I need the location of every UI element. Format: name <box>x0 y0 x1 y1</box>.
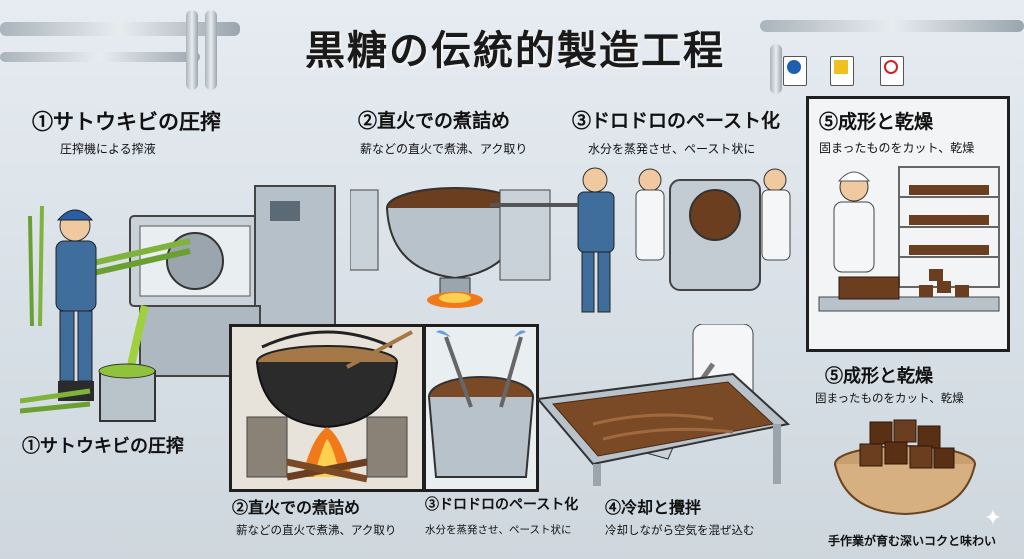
inset-paste-tank <box>423 324 539 492</box>
footer-tagline: 手作業が育む深いコクと味わい <box>827 534 996 548</box>
background-pipe <box>770 44 782 94</box>
caption-boiling-title: ②直火での煮詰め <box>232 498 361 517</box>
caption-paste-title: ③ドロドロのペースト化 <box>425 497 579 513</box>
cooling-tray-scene <box>536 324 791 486</box>
panel-shaping-subtitle: 固まったものをカット、乾燥 <box>819 141 975 155</box>
brown-sugar-bowl <box>834 419 976 516</box>
shaping-scene <box>818 166 1000 312</box>
inset-fire-pot <box>229 324 425 492</box>
caption-shaping-title: ⑤成形と乾燥 <box>825 366 933 387</box>
safety-sign-prohibited <box>880 56 904 86</box>
safety-sign-warning <box>830 56 854 86</box>
boiling-scene <box>350 167 791 313</box>
inset-cooling-tray <box>533 324 795 486</box>
background-pipe <box>0 52 200 62</box>
panel-boiling-paste: ②直火での煮詰め 薪などの直火で煮沸、アク取り ③ドロドロのペースト化 水分を蒸… <box>350 96 795 321</box>
caption-cooling-subtitle: 冷却しながら空気を混ぜ込む <box>605 523 755 537</box>
safety-sign-helmet <box>783 56 807 86</box>
caption-paste-subtitle: 水分を蒸発させ、ペースト状に <box>425 524 572 536</box>
panel-paste-subtitle: 水分を蒸発させ、ペースト状に <box>588 142 756 156</box>
caption-pressing-title: ①サトウキビの圧搾 <box>22 436 184 457</box>
panel-shaping: ⑤成形と乾燥 固まったものをカット、乾燥 <box>806 96 1010 352</box>
panel-paste-title: ③ドロドロのペースト化 <box>572 110 781 132</box>
page-title: 黒糖の伝統的製造工程 <box>305 27 725 74</box>
pressing-scene <box>20 185 336 422</box>
panel-pressing-subtitle: 圧搾機による搾液 <box>60 142 156 156</box>
caption-shaping-subtitle: 固まったものをカット、乾燥 <box>815 391 964 405</box>
background-pipe <box>186 10 198 90</box>
caption-cooling-title: ④冷却と攪拌 <box>605 498 702 517</box>
sparkle-icon: ✦ <box>983 506 1002 531</box>
fire-pot-scene <box>232 327 422 489</box>
panel-boiling-title: ②直火での煮詰め <box>358 110 511 132</box>
caption-boiling-subtitle: 薪などの直火で煮沸、アク取り <box>236 523 397 537</box>
background-pipe <box>0 22 240 36</box>
paste-tank-scene <box>426 327 536 489</box>
panel-boiling-subtitle: 薪などの直火で煮沸、アク取り <box>360 142 528 156</box>
background-pipe <box>760 20 1024 32</box>
panel-shaping-title: ⑤成形と乾燥 <box>819 111 934 133</box>
panel-pressing: ①サトウキビの圧搾 圧搾機による搾液 <box>20 96 340 426</box>
background-pipe <box>205 10 217 90</box>
panel-pressing-title: ①サトウキビの圧搾 <box>32 109 221 134</box>
